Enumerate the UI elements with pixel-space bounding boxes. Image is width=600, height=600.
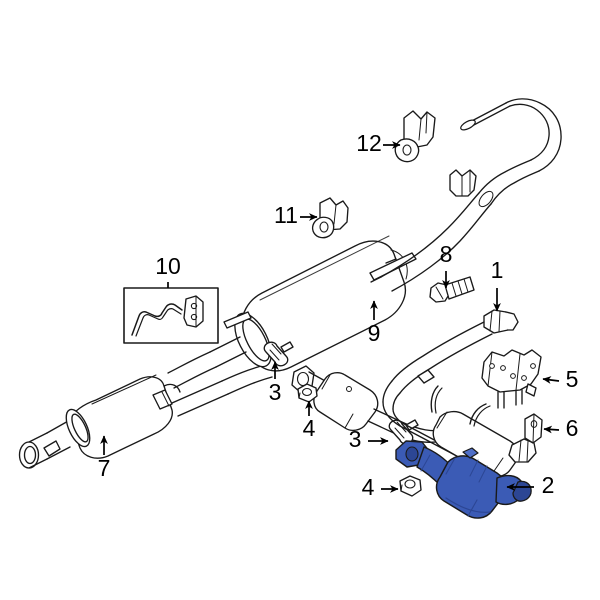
callout-label-5: 5 bbox=[566, 366, 579, 392]
callout-label-10: 10 bbox=[155, 253, 181, 279]
callout-label-7: 7 bbox=[98, 455, 111, 481]
leader-6 bbox=[543, 425, 560, 434]
callout-label-4b: 4 bbox=[362, 474, 375, 500]
callout-label-1: 1 bbox=[491, 257, 504, 283]
part-3-stud-bolt-upper bbox=[263, 341, 294, 367]
part-4-nut-lower bbox=[399, 475, 422, 497]
part-4-nut-upper bbox=[297, 383, 318, 403]
callout-label-9: 9 bbox=[368, 320, 381, 346]
callout-label-4a: 4 bbox=[303, 415, 316, 441]
callout-label-11: 11 bbox=[274, 202, 298, 228]
part-12-hanger-bracket bbox=[394, 110, 436, 163]
upper-tailpipe bbox=[370, 98, 562, 292]
part-9-main-muffler bbox=[167, 235, 417, 389]
callout-label-12: 12 bbox=[356, 130, 382, 156]
part-8-hex-bolt bbox=[429, 276, 475, 303]
callout-label-6: 6 bbox=[566, 415, 579, 441]
part-7-rear-resonator bbox=[18, 363, 273, 469]
part-6-small-bracket bbox=[524, 413, 543, 444]
part-5-heat-shield-bracket bbox=[481, 349, 542, 409]
part-10-inset-box bbox=[123, 287, 219, 344]
callout-label-2: 2 bbox=[542, 472, 555, 498]
leader-5 bbox=[542, 376, 560, 384]
callout-label-8: 8 bbox=[440, 241, 453, 267]
callout-label-3b: 3 bbox=[349, 426, 362, 452]
part-11-hanger-bracket bbox=[311, 197, 349, 239]
center-catalytic-converter bbox=[291, 365, 445, 443]
callout-label-3a: 3 bbox=[269, 379, 282, 405]
